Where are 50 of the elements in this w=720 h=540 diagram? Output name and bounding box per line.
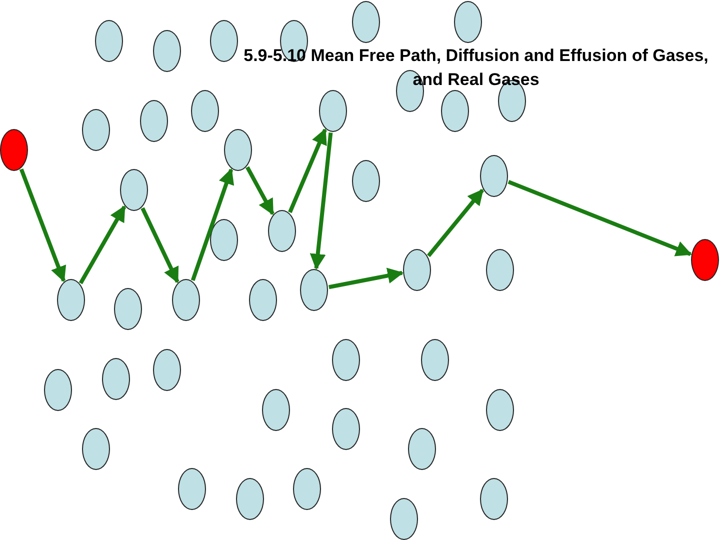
gas-molecule — [262, 389, 290, 431]
gas-molecule — [82, 428, 110, 470]
gas-molecule — [102, 358, 130, 400]
gas-molecule — [236, 478, 264, 520]
gas-molecule — [390, 498, 418, 540]
gas-molecule — [352, 160, 380, 202]
gas-molecule — [319, 90, 347, 132]
gas-molecule — [178, 468, 206, 510]
arrow — [140, 207, 180, 284]
gas-molecule — [332, 339, 360, 381]
gas-molecule — [480, 155, 508, 197]
gas-molecule — [486, 389, 514, 431]
gas-molecule — [172, 279, 200, 321]
gas-molecule — [268, 210, 296, 252]
arrow — [246, 166, 274, 216]
tracked-molecule — [691, 239, 719, 281]
gas-molecule — [191, 90, 219, 132]
gas-molecule — [95, 20, 123, 62]
gas-molecule — [114, 288, 142, 330]
tracked-molecule — [0, 129, 28, 171]
gas-molecule — [153, 30, 181, 72]
gas-molecule — [140, 100, 168, 142]
arrow — [328, 268, 404, 290]
gas-molecule — [480, 478, 508, 520]
gas-molecule — [300, 269, 328, 311]
gas-molecule — [352, 1, 380, 43]
gas-molecule — [210, 219, 238, 261]
gas-molecule — [224, 129, 252, 171]
arrow — [190, 168, 234, 282]
arrow — [78, 205, 126, 284]
gas-molecule — [57, 279, 85, 321]
gas-molecule — [408, 428, 436, 470]
gas-molecule — [441, 90, 469, 132]
arrow — [310, 132, 333, 270]
gas-molecule — [44, 369, 72, 411]
arrow — [288, 128, 327, 214]
gas-molecule — [210, 20, 238, 62]
arrow — [508, 180, 692, 256]
gas-molecule — [153, 349, 181, 391]
gas-molecule — [120, 169, 148, 211]
gas-molecule — [82, 109, 110, 151]
gas-molecule — [454, 1, 482, 43]
gas-molecule — [403, 249, 431, 291]
gas-molecule — [332, 408, 360, 450]
gas-molecule — [486, 249, 514, 291]
gas-molecule — [421, 339, 449, 381]
arrow — [19, 168, 66, 282]
gas-molecule — [293, 468, 321, 510]
gas-molecule — [249, 279, 277, 321]
arrow — [426, 188, 484, 258]
